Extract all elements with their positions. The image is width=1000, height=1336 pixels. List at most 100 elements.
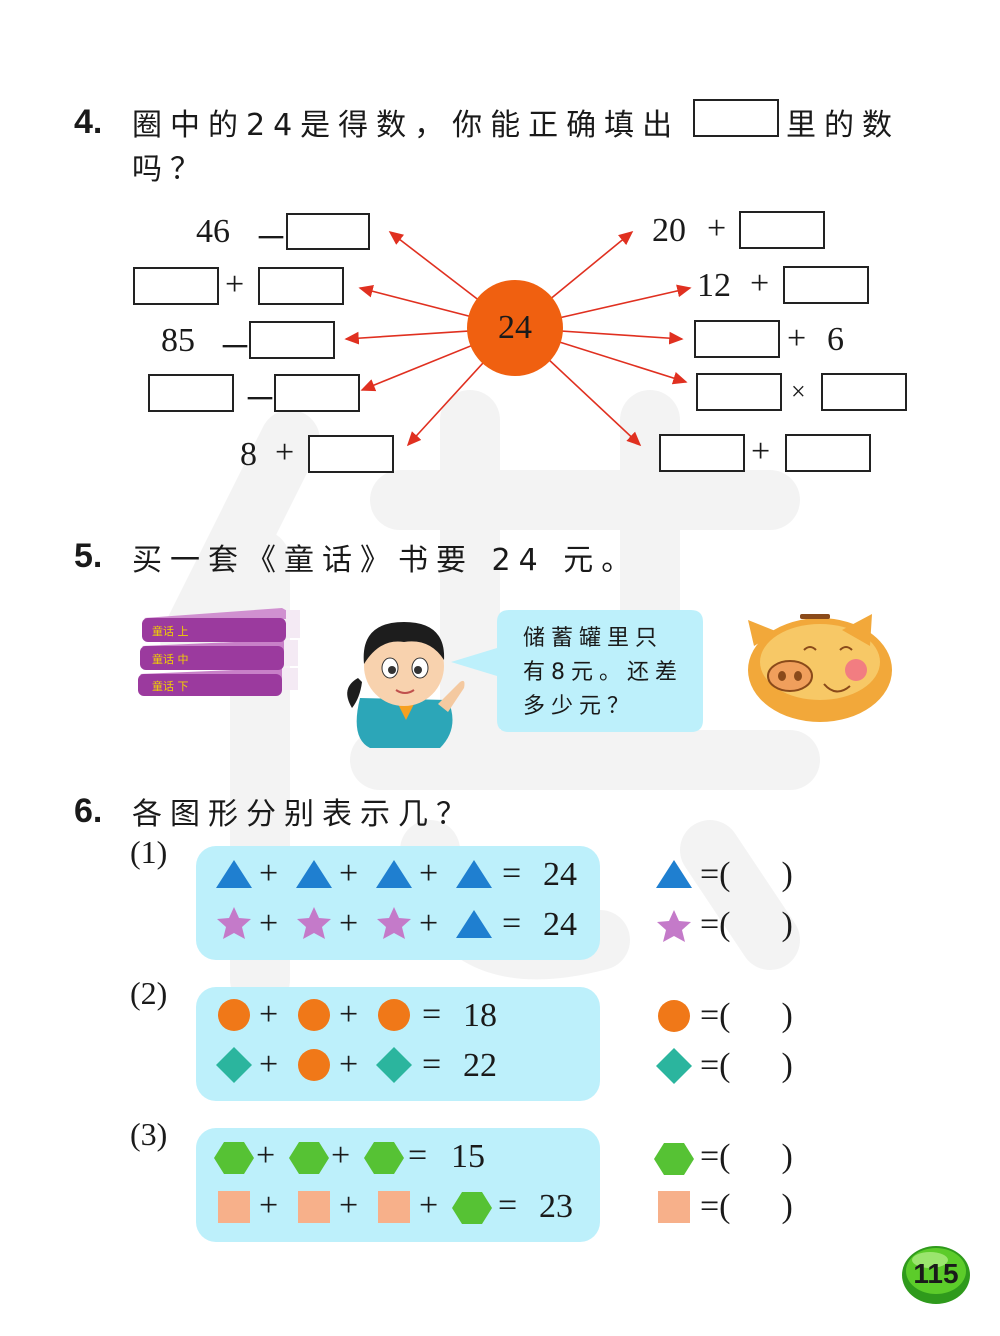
book3-label: 童话 下 — [152, 679, 189, 693]
star-icon — [217, 907, 251, 939]
left-eq5-op: + — [275, 434, 295, 471]
right-eq1-op: + — [707, 210, 727, 247]
hexagon-icon — [214, 1142, 254, 1174]
right-eq3-blank[interactable] — [694, 320, 780, 358]
star-icon — [657, 910, 691, 942]
triangle-icon — [216, 860, 252, 888]
bubble-text: 储蓄罐里只 有8元。还差 多少元？ — [523, 622, 683, 724]
q4-number: 4. — [74, 103, 103, 141]
plus-sign: + — [259, 855, 279, 892]
sun-center-number: 24 — [498, 309, 532, 346]
q6-part3-answer-square[interactable]: =( ) — [700, 1188, 793, 1225]
plus-sign: + — [339, 996, 359, 1033]
plus-sign: + — [339, 1187, 359, 1224]
q4-text-part1: 圈中的24是得数，你能正确填出 — [132, 108, 681, 143]
q4-text-part2: 里的数 — [786, 108, 900, 143]
q6-part3-answer-hexagon[interactable]: =( ) — [700, 1138, 793, 1175]
right-eq2-blank[interactable] — [783, 266, 869, 304]
plus-sign: + — [259, 1046, 279, 1083]
left-eq4-blank-b[interactable] — [274, 374, 360, 412]
q6-part1-answer-star[interactable]: =( ) — [700, 906, 793, 943]
left-eq3-blank[interactable] — [249, 321, 335, 359]
page-number: 115 — [913, 1258, 959, 1289]
q6-part2-answer-shapes — [656, 1000, 692, 1084]
q6-part2-answer-diamond[interactable]: =( ) — [700, 1047, 793, 1084]
left-eq1-blank[interactable] — [286, 213, 370, 250]
bubble-line2: 有8元。还差 — [523, 660, 683, 685]
left-eq1-a: 46 — [196, 213, 230, 250]
star-icon — [377, 907, 411, 939]
circle-icon — [378, 999, 410, 1031]
left-eq4-blank-a[interactable] — [148, 374, 234, 412]
square-icon — [298, 1191, 330, 1223]
right-eq2-op: + — [750, 265, 770, 302]
q6-part1-panel — [196, 846, 600, 960]
book2-label: 童话 中 — [152, 652, 189, 666]
right-eq3-op: + — [787, 320, 807, 357]
left-eq2-blank-b[interactable] — [258, 267, 344, 305]
q4-text-part3: 吗？ — [132, 152, 208, 187]
left-eq3-a: 85 — [161, 322, 195, 359]
book1-label: 童话 上 — [152, 624, 189, 638]
q5-number: 5. — [74, 537, 103, 575]
left-eq5-blank[interactable] — [308, 435, 394, 473]
q5-text: 买一套《童话》书要 24 元。 — [132, 543, 640, 578]
right-eq4-blank-b[interactable] — [821, 373, 907, 411]
plus-sign: + — [419, 855, 439, 892]
q6-part1-answer-triangle[interactable]: =( ) — [700, 856, 793, 893]
sun-circle — [467, 280, 563, 376]
q6-part1-shapes — [216, 860, 492, 939]
right-eq5-blank-b[interactable] — [785, 434, 871, 472]
right-eq1-blank[interactable] — [739, 211, 825, 249]
left-eq2-blank-a[interactable] — [133, 267, 219, 305]
q6-text: 各图形分别表示几？ — [132, 797, 474, 832]
equals-sign: = — [422, 996, 442, 1033]
hexagon-icon — [452, 1192, 492, 1224]
square-icon — [218, 1191, 250, 1223]
star-icon — [297, 907, 331, 939]
circle-icon — [298, 1049, 330, 1081]
plus-sign: + — [339, 855, 359, 892]
q6-part1-label: (1) — [130, 834, 168, 870]
right-eq1-a: 20 — [652, 212, 686, 249]
equals-sign: = — [498, 1187, 518, 1224]
hexagon-icon — [289, 1142, 329, 1174]
right-eq4-blank-a[interactable] — [696, 373, 782, 411]
right-eq3-b: 6 — [827, 321, 844, 358]
circle-icon — [658, 1000, 690, 1032]
plus-sign: + — [419, 905, 439, 942]
page-number-badge — [902, 1246, 970, 1304]
speech-bubble — [451, 610, 703, 732]
q6-part1-answer-shapes — [656, 860, 692, 942]
left-eq5-a: 8 — [240, 436, 257, 473]
plus-sign: + — [259, 996, 279, 1033]
plus-sign: + — [419, 1187, 439, 1224]
triangle-icon — [296, 860, 332, 888]
plus-sign: + — [339, 1046, 359, 1083]
q6-part2-shapes — [216, 999, 412, 1083]
square-icon — [658, 1191, 690, 1223]
equals-sign: = — [502, 855, 522, 892]
circle-icon — [298, 999, 330, 1031]
q6-part2-row2-result: 22 — [463, 1047, 497, 1084]
left-eq3-op: － — [218, 330, 252, 367]
triangle-icon — [456, 860, 492, 888]
equals-sign: = — [408, 1137, 428, 1174]
q6-part2-label: (2) — [130, 975, 168, 1011]
sun-rays — [344, 230, 692, 447]
plus-sign: + — [331, 1137, 351, 1174]
bubble-line1: 储蓄罐里只 — [523, 626, 664, 651]
q6-part3-shapes — [214, 1142, 492, 1224]
q6-part2-answer-circle[interactable]: =( ) — [700, 997, 793, 1034]
triangle-icon — [456, 910, 492, 938]
q4-inline-blank — [693, 99, 779, 137]
q6-number: 6. — [74, 792, 103, 830]
right-eq5-blank-a[interactable] — [659, 434, 745, 472]
girl-illustration — [347, 622, 465, 748]
right-eq2-a: 12 — [697, 267, 731, 304]
hexagon-icon — [364, 1142, 404, 1174]
q6-part2-row1-result: 18 — [463, 997, 497, 1034]
hexagon-icon — [654, 1143, 694, 1175]
left-eq4-op: － — [243, 382, 277, 419]
q6-part3-label: (3) — [130, 1116, 168, 1152]
